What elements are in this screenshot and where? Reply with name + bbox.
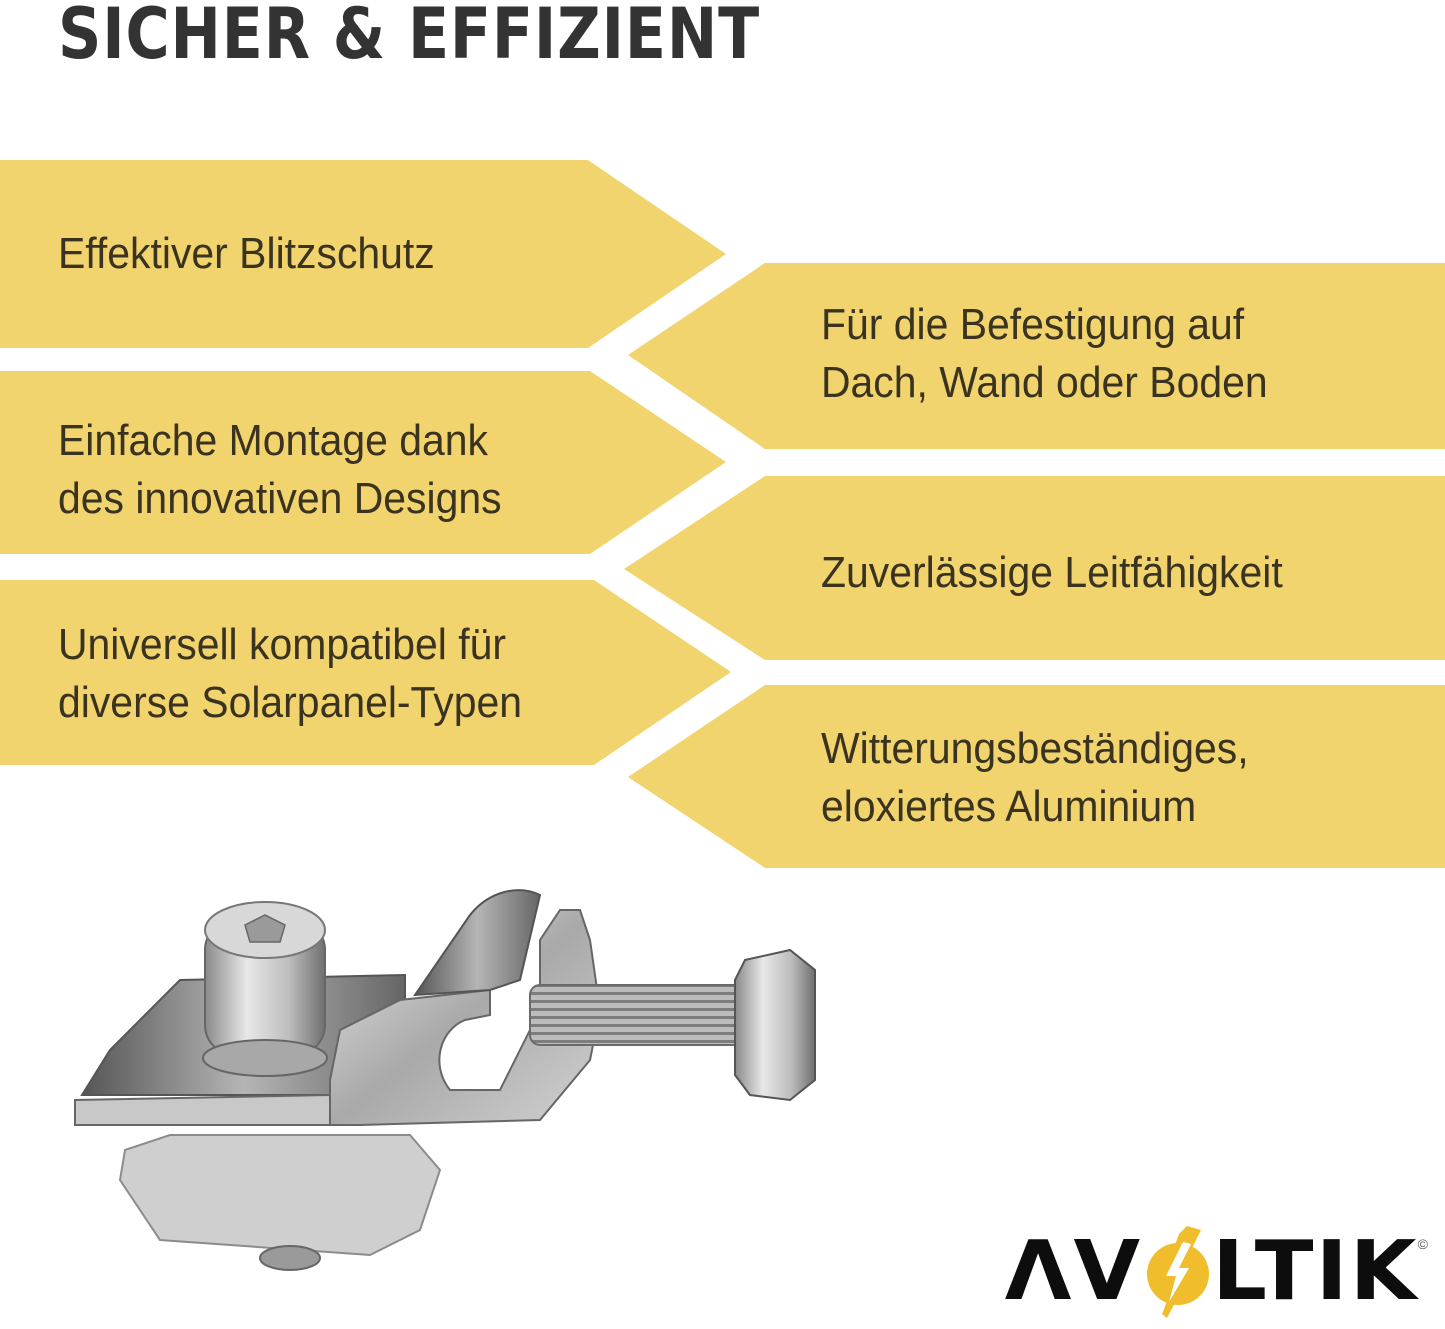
feature-line: Zuverlässige Leitfähigkeit	[821, 548, 1283, 597]
feature-text-easy-mounting: Einfache Montage dank des innovativen De…	[58, 412, 502, 528]
feature-line: diverse Solarpanel-Typen	[58, 678, 523, 727]
feature-line: Dach, Wand oder Boden	[821, 358, 1268, 407]
feature-line: Witterungsbeständiges,	[821, 724, 1249, 773]
feature-line: Für die Befestigung auf	[821, 300, 1245, 349]
feature-arrow-left-2	[0, 371, 726, 554]
feature-text-weatherproof: Witterungsbeständiges, eloxiertes Alumin…	[821, 720, 1249, 836]
lightning-protection-clamp-image	[74, 889, 816, 1271]
feature-arrow-right-3	[628, 685, 1445, 868]
feature-line: eloxiertes Aluminium	[821, 782, 1197, 831]
feature-text-conductivity: Zuverlässige Leitfähigkeit	[821, 544, 1283, 602]
feature-line: Effektiver Blitzschutz	[58, 229, 435, 278]
feature-line: des innovativen Designs	[58, 474, 502, 523]
feature-text-mounting-surfaces: Für die Befestigung auf Dach, Wand oder …	[821, 296, 1268, 412]
feature-text-lightning-protection: Effektiver Blitzschutz	[58, 225, 435, 283]
feature-line: Einfache Montage dank	[58, 416, 488, 465]
feature-line: Universell kompatibel für	[58, 620, 507, 669]
feature-arrows	[0, 160, 1445, 868]
copyright-mark: ©	[1417, 1236, 1428, 1252]
page-title: SICHER & EFFIZIENT	[58, 0, 761, 75]
logo-prefix: ΛV	[1004, 1224, 1143, 1319]
feature-arrow-left-1	[0, 160, 726, 348]
feature-arrow-right-1	[628, 263, 1445, 449]
lightning-bolt-circle-icon	[1146, 1226, 1209, 1318]
feature-arrow-left-3	[0, 580, 731, 765]
feature-text-universal-compat: Universell kompatibel für diverse Solarp…	[58, 616, 522, 732]
brand-logo: ΛV LTIK ©	[1004, 1222, 1428, 1322]
logo-suffix: LTIK	[1212, 1224, 1419, 1319]
feature-arrow-right-2	[624, 476, 1445, 660]
